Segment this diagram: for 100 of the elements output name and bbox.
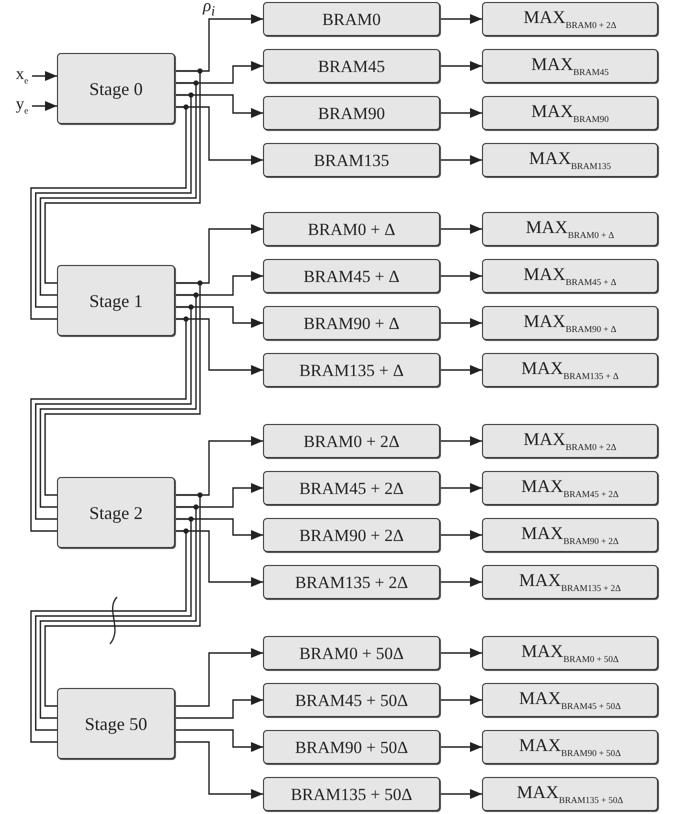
node-label: MAX$_{BRAM90}$: [531, 102, 609, 124]
stage-box: [57, 53, 175, 124]
node-label: BRAM0 + Δ: [308, 220, 396, 238]
stage-box: [57, 688, 175, 759]
bus-line: [35, 518, 192, 731]
max-box: [482, 2, 658, 36]
max-box: [482, 471, 658, 505]
bram-box: [263, 49, 440, 83]
arrow: [440, 742, 482, 752]
bram-box: [263, 518, 440, 552]
arrow: [440, 14, 482, 24]
signal-label: y$_{e}$: [16, 94, 28, 116]
stage-box: [57, 265, 175, 336]
arrow: [32, 71, 57, 81]
node-label: MAX$_{BRAM135 + Δ}$: [521, 359, 619, 381]
node-label: BRAM45: [318, 58, 386, 74]
node-label: BRAM135 + 50Δ: [290, 786, 412, 802]
node-label: BRAM45 + Δ: [303, 268, 400, 284]
arrow: [440, 436, 482, 446]
node-label: MAX$_{BRAM135 + 50Δ}$: [516, 783, 624, 805]
bram-box: [263, 353, 440, 387]
node-label: MAX$_{BRAM45}$: [531, 55, 609, 77]
bram-box: [263, 777, 440, 811]
arrow: [440, 695, 482, 705]
arrow: [440, 155, 482, 165]
bram-box: [263, 259, 440, 293]
max-box: [482, 565, 658, 599]
node-label: BRAM0: [322, 10, 381, 28]
node-label: MAX$_{BRAM45 + 2Δ}$: [521, 477, 619, 499]
node-label: BRAM90 + 2Δ: [299, 526, 404, 544]
bus-line: [44, 282, 201, 496]
max-box: [482, 143, 658, 177]
bram-box: [263, 565, 440, 599]
arrow: [32, 101, 57, 111]
bus-line: [40, 294, 197, 508]
node-label: BRAM45 + 2Δ: [299, 480, 404, 496]
bram-box: [263, 730, 440, 764]
node-label: MAX$_{BRAM0 + Δ}$: [526, 218, 614, 240]
node-label: Stage 1: [89, 292, 143, 310]
arrow: [440, 224, 482, 234]
arrow: [440, 318, 482, 328]
bus-line: [40, 82, 197, 296]
node-label: Stage 2: [89, 504, 143, 522]
bram-box: [263, 683, 440, 717]
bram-box: [263, 96, 440, 130]
arrow: [440, 577, 482, 587]
bus-line: [30, 318, 187, 532]
node-label: Stage 50: [84, 714, 148, 732]
bus-line: [30, 530, 187, 743]
node-label: MAX$_{BRAM0 + 2Δ}$: [524, 430, 616, 452]
node-label: MAX$_{BRAM0 + 2Δ}$: [524, 8, 616, 30]
max-box: [482, 730, 658, 764]
arrow: [440, 365, 482, 375]
bus-line: [44, 70, 201, 284]
node-label: MAX$_{BRAM90 + Δ}$: [524, 312, 616, 334]
bram-box: [263, 306, 440, 340]
bram-box: [263, 471, 440, 505]
node-label: BRAM0 + 50Δ: [299, 644, 404, 662]
signal-label: x$_{e}$: [16, 64, 28, 86]
bus-line: [40, 506, 197, 719]
arrow: [440, 108, 482, 118]
bram-box: [263, 143, 440, 177]
arrow: [440, 483, 482, 493]
node-label: MAX$_{BRAM135 + 2Δ}$: [519, 571, 621, 593]
arrow: [440, 530, 482, 540]
node-label: BRAM0 + 2Δ: [303, 432, 400, 450]
node-label: BRAM45 + 50Δ: [294, 692, 408, 708]
bus-line: [35, 306, 192, 520]
max-box: [482, 636, 658, 670]
max-box: [482, 353, 658, 387]
node-label: BRAM135 + Δ: [299, 362, 404, 378]
bram-box: [263, 636, 440, 670]
node-label: MAX$_{BRAM45 + 50Δ}$: [519, 689, 621, 711]
bus-line: [30, 106, 187, 320]
node-label: BRAM90 + 50Δ: [294, 738, 408, 756]
max-box: [482, 306, 658, 340]
arrow: [175, 741, 263, 799]
max-box: [482, 518, 658, 552]
node-label: BRAM90 + Δ: [303, 314, 400, 332]
bram-box: [263, 2, 440, 36]
max-box: [482, 424, 658, 458]
node-label: MAX$_{BRAM90 + 2Δ}$: [521, 524, 619, 546]
stage-box: [57, 477, 175, 548]
arrow: [440, 789, 482, 799]
arrow: [175, 729, 263, 752]
arrow: [440, 648, 482, 658]
max-box: [482, 259, 658, 293]
bus-line: [35, 94, 192, 308]
arrow: [175, 648, 263, 707]
bram-box: [263, 212, 440, 246]
node-label: BRAM135: [314, 152, 390, 168]
max-box: [482, 96, 658, 130]
bus-line: [44, 494, 201, 707]
max-box: [482, 683, 658, 717]
arrow: [440, 271, 482, 281]
node-label: Stage 0: [89, 80, 143, 98]
node-label: MAX$_{BRAM135}$: [528, 149, 612, 171]
bram-box: [263, 424, 440, 458]
arrow: [440, 61, 482, 71]
node-label: MAX$_{BRAM90 + 50Δ}$: [519, 736, 621, 758]
